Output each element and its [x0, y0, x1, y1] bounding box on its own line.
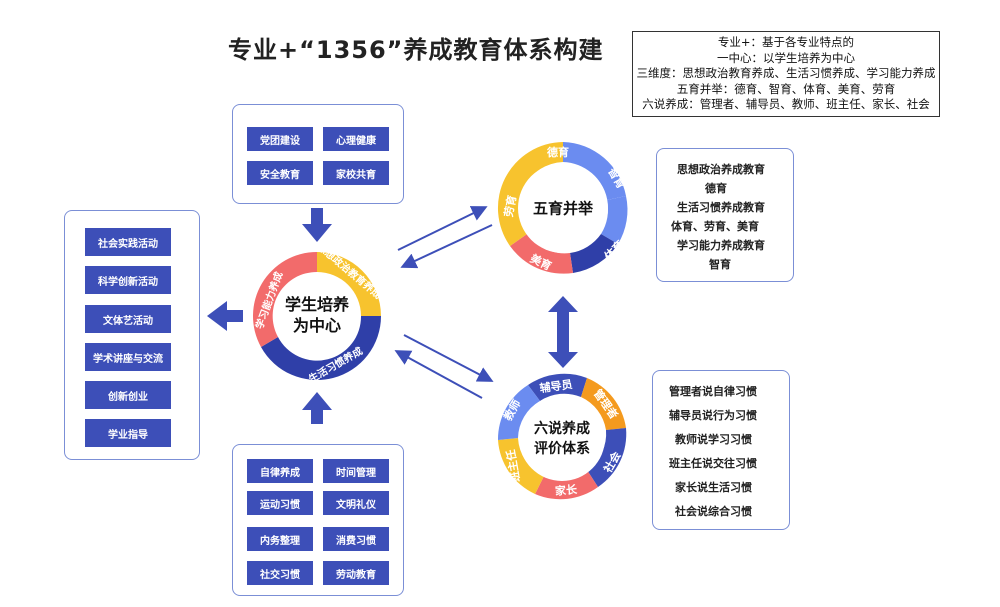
- arrow-vertical-double: [548, 296, 578, 368]
- right-bottom-line: 社会说综合习惯: [675, 505, 752, 518]
- right-top-line: 思想政治养成教育: [677, 163, 765, 176]
- bottom-panel-item: 运动习惯: [247, 491, 313, 515]
- arrow-center-to-six: [403, 334, 494, 382]
- right-bottom-panel: 管理者说自律习惯 辅导员说行为习惯 教师说学习习惯 班主任说交往习惯 家长说生活…: [652, 370, 790, 530]
- six-ring-title-line2: 评价体系: [534, 441, 590, 457]
- arrow-up-bottom: [302, 392, 332, 424]
- right-bottom-line: 教师说学习习惯: [675, 433, 752, 446]
- bottom-panel-item: 时间管理: [323, 459, 389, 483]
- top-panel-item: 心理健康: [323, 127, 389, 151]
- ring-segment-counselor: [528, 373, 587, 401]
- ring-segment-political: [317, 252, 381, 316]
- top-panel: 党团建设 心理健康 安全教育 家校共育: [232, 104, 404, 204]
- legend-line: 专业+：基于各专业特点的: [717, 35, 855, 49]
- six-ring: [497, 373, 627, 500]
- left-panel-item: 学业指导: [85, 419, 171, 447]
- bottom-panel-item: 劳动教育: [323, 561, 389, 585]
- bottom-panel: 自律养成 时间管理 运动习惯 文明礼仪 内务整理 消费习惯 社交习惯 劳动教育: [232, 444, 404, 596]
- five-segment-label: 德育: [547, 146, 569, 159]
- legend-line: 六说养成：管理者、辅导员、教师、班主任、家长、社会: [642, 97, 930, 111]
- arrow-five-to-center: [400, 224, 493, 269]
- ring-segment-headteacher: [498, 438, 544, 494]
- right-top-line: 生活习惯养成教育: [677, 201, 765, 214]
- ring-segment-teacher: [497, 385, 540, 440]
- arrow-left-center: [207, 301, 243, 331]
- right-bottom-line: 辅导员说行为习惯: [669, 409, 757, 422]
- left-panel-item: 科学创新活动: [85, 266, 171, 294]
- five-ring: [497, 142, 628, 274]
- legend-line: 五育并举：德育、智育、体育、美育、劳育: [676, 81, 896, 96]
- center-title-line1: 学生培养: [284, 295, 350, 314]
- bottom-panel-item: 文明礼仪: [323, 491, 389, 515]
- ring-segment-parents: [535, 470, 598, 500]
- left-panel: 社会实践活动 科学创新活动 文体艺活动 学术讲座与交流 创新创业 学业指导: [64, 210, 200, 460]
- left-panel-item: 社会实践活动: [85, 228, 171, 256]
- right-top-line: 学习能力养成教育: [677, 239, 765, 252]
- right-top-line: 德育: [705, 182, 727, 195]
- bottom-panel-item: 社交习惯: [247, 561, 313, 585]
- ring-segment-intellect: [601, 196, 628, 244]
- ring-segment-aesthetic: [510, 234, 573, 274]
- left-panel-item: 创新创业: [85, 381, 171, 409]
- ring-segment-life: [261, 316, 382, 381]
- right-bottom-line: 家长说生活习惯: [675, 481, 752, 494]
- right-top-panel: 思想政治养成教育 德育 生活习惯养成教育 体育、劳育、美育 学习能力养成教育 智…: [656, 148, 794, 282]
- bottom-panel-item: 内务整理: [247, 527, 313, 551]
- legend-line: 一中心：以学生培养为中心: [717, 50, 855, 65]
- six-ring-title-line1: 六说养成: [534, 421, 590, 437]
- arrow-six-to-center: [394, 350, 483, 399]
- right-bottom-line: 班主任说交往习惯: [669, 457, 757, 470]
- top-panel-item: 家校共育: [323, 161, 389, 185]
- center-ring: [252, 252, 382, 381]
- five-ring-title: 五育并举: [532, 199, 594, 218]
- legend-box: 专业+：基于各专业特点的 一中心：以学生培养为中心 三维度：思想政治教育养成、生…: [632, 31, 940, 117]
- right-top-line: 智育: [709, 258, 731, 271]
- six-segment-label: 家长: [554, 483, 578, 498]
- arrow-center-to-five: [397, 206, 488, 251]
- top-panel-item: 安全教育: [247, 161, 313, 185]
- ring-segment-society: [587, 428, 627, 487]
- ring-segment-labor: [497, 142, 563, 246]
- left-panel-item: 文体艺活动: [85, 305, 171, 333]
- legend-line: 三维度：思想政治教育养成、生活习惯养成、学习能力养成: [636, 66, 936, 80]
- left-panel-item: 学术讲座与交流: [85, 343, 171, 371]
- center-title-line2: 为中心: [292, 316, 342, 335]
- right-bottom-line: 管理者说自律习惯: [669, 385, 757, 398]
- ring-segment-study: [252, 252, 317, 347]
- arrow-down-top: [302, 208, 332, 242]
- page-title: 专业+“1356”养成教育体系构建: [228, 36, 604, 64]
- bottom-panel-item: 消费习惯: [323, 527, 389, 551]
- ring-segment-moral: [563, 142, 626, 200]
- right-top-line: 体育、劳育、美育: [671, 220, 759, 233]
- ring-segment-physical: [570, 234, 618, 273]
- top-panel-item: 党团建设: [247, 127, 313, 151]
- bottom-panel-item: 自律养成: [247, 459, 313, 483]
- ring-segment-manager: [581, 378, 626, 430]
